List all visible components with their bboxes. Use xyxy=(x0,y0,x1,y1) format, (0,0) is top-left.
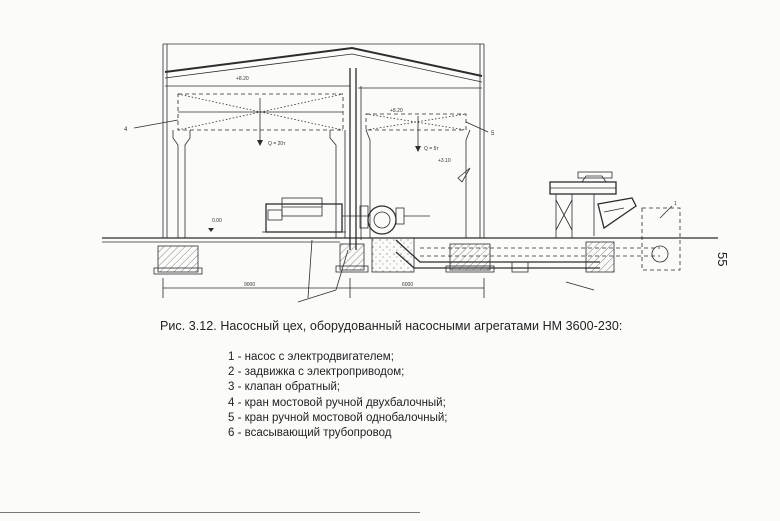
pump-unit: 0.00 xyxy=(208,197,430,235)
dimension-right: 6000 xyxy=(402,282,413,288)
columns: +3.10 xyxy=(172,129,471,238)
figure-legend: 1 - насос с электродвигателем; 2 - задви… xyxy=(228,350,447,441)
outdoor-gantry xyxy=(549,171,637,238)
legend-item: 1 - насос с электродвигателем; xyxy=(228,351,394,363)
building-frame xyxy=(162,43,485,250)
legend-item: 2 - задвижка с электроприводом; xyxy=(228,366,405,379)
suction-pipe xyxy=(395,207,681,273)
callout-1: 1 xyxy=(674,201,677,207)
figure-caption: Рис. 3.12. Насосный цех, оборудованный н… xyxy=(160,319,623,333)
callout-5: 5 xyxy=(491,131,495,137)
legend-item: 4 - кран мостовой ручной двухбалочный; xyxy=(228,396,446,409)
dimension-left: 9000 xyxy=(244,282,255,288)
level-mark-gallery: +3.10 xyxy=(438,158,451,164)
level-mark-floor: 0.00 xyxy=(212,218,222,224)
legend-item: 6 - всасывающий трубопровод xyxy=(228,427,392,440)
page-bottom-rule xyxy=(0,512,420,513)
foundations xyxy=(153,237,495,275)
legend-item: 3 - клапан обратный; xyxy=(228,381,341,394)
dimensions: 9000 6000 xyxy=(162,278,485,298)
callout-4: 4 xyxy=(124,127,128,133)
level-mark-left: +8.20 xyxy=(236,76,249,82)
page-number: 55 xyxy=(715,252,730,267)
crane-5: +8.20 Q = 5т xyxy=(365,108,467,152)
load-mark-right: Q = 5т xyxy=(424,146,439,152)
roof xyxy=(164,46,483,89)
legend-item: 5 - кран ручной мостовой однобалочный; xyxy=(228,411,448,424)
load-mark-left: Q = 20т xyxy=(268,141,286,147)
level-mark-right: +8.20 xyxy=(390,108,403,114)
crane-4: +8.20 Q = 20т xyxy=(177,76,344,147)
